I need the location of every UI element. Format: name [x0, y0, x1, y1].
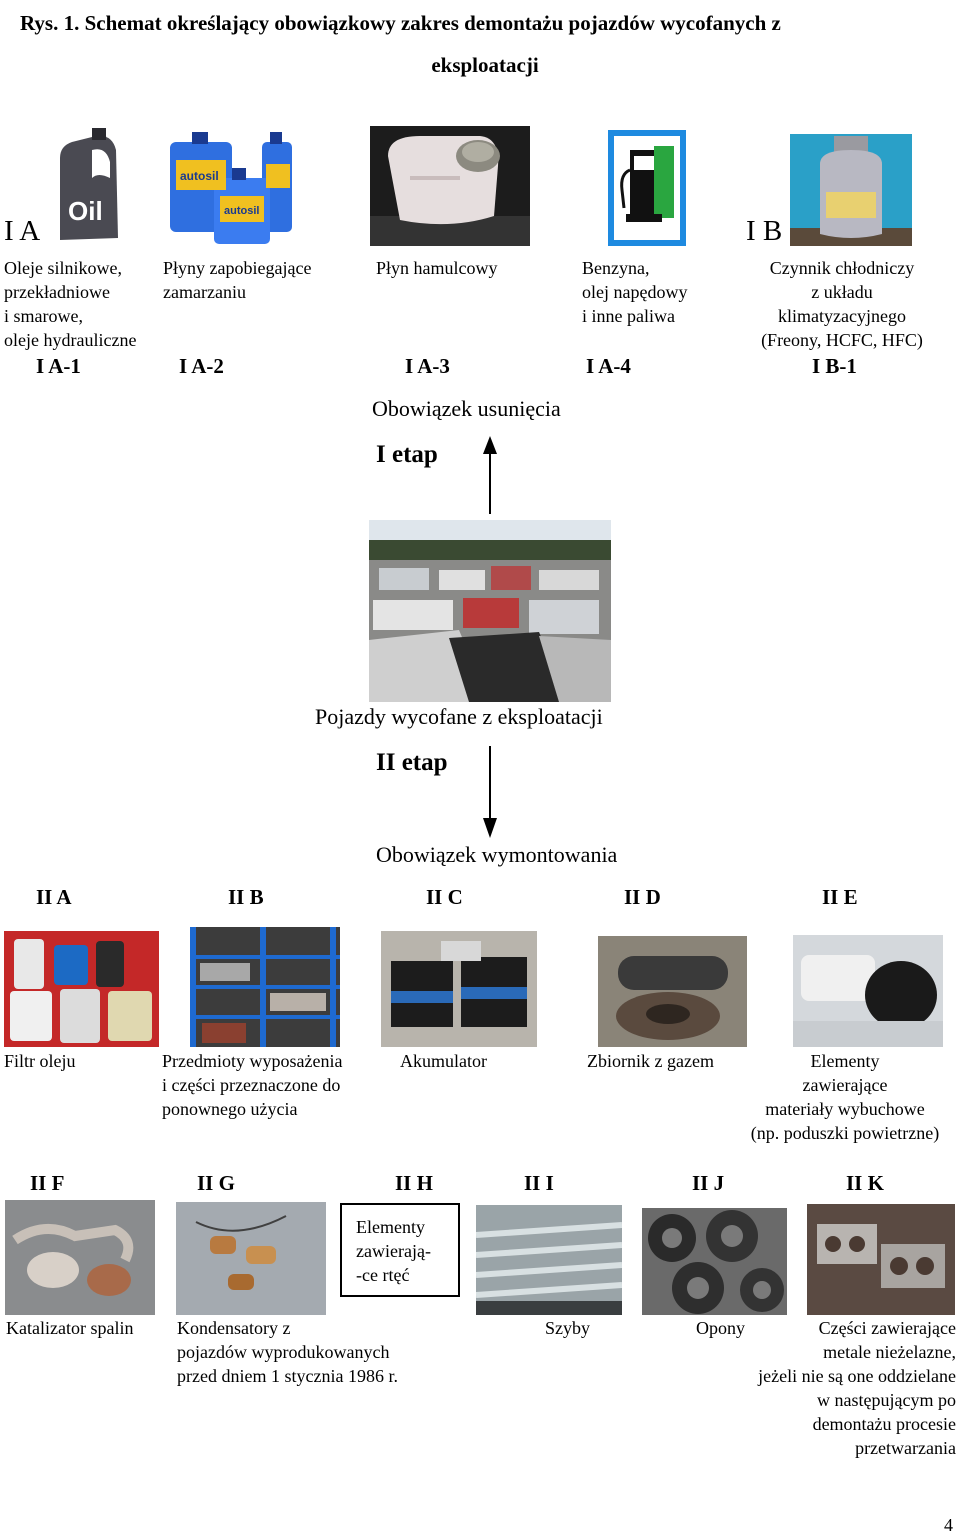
- stage-1-label: I etap: [376, 441, 438, 468]
- antifreeze-bottles-icon: autosil autosil: [168, 130, 294, 246]
- figure-title: Rys. 1. Schemat określający obowiązkowy …: [20, 2, 950, 86]
- stage-2-label: II etap: [376, 749, 448, 776]
- item-iib-label: Przedmioty wyposażenia i części przeznac…: [162, 1051, 343, 1119]
- capacitors-photo: [176, 1202, 326, 1315]
- code-iie: II E: [822, 885, 858, 909]
- title-line-1: Rys. 1. Schemat określający obowiązkowy …: [20, 11, 781, 35]
- code-iii: II I: [524, 1171, 554, 1195]
- item-iif-label: Katalizator spalin: [6, 1318, 134, 1338]
- code-iig: II G: [197, 1171, 235, 1195]
- item-ia4-label: Benzyna, olej napędowy i inne paliwa: [582, 258, 688, 326]
- catalytic-converter-photo: [5, 1200, 155, 1315]
- oil-canister-icon: Oil: [52, 128, 124, 246]
- scrapyard-cars-photo: [369, 520, 611, 702]
- item-iid-label: Zbiornik z gazem: [587, 1051, 714, 1071]
- gas-tank-photo: [598, 936, 747, 1047]
- item-iic-label: Akumulator: [400, 1051, 487, 1071]
- dismantling-duty-label: Obowiązek wymontowania: [376, 842, 618, 867]
- removal-duty-label: Obowiązek usunięcia: [372, 396, 561, 421]
- svg-text:autosil: autosil: [224, 205, 259, 217]
- group-ib-label: I B: [746, 215, 783, 247]
- fuel-pump-icon: [608, 130, 686, 246]
- svg-text:autosil: autosil: [180, 169, 219, 183]
- glass-panes-photo: [476, 1205, 622, 1315]
- refrigerant-cylinder-icon: [790, 134, 912, 246]
- page-number: 4: [944, 1515, 953, 1535]
- group-ia-label: I A: [4, 215, 41, 247]
- engine-blocks-photo: [807, 1204, 955, 1315]
- item-iig-label: Kondensatory z pojazdów wyprodukowanych …: [177, 1318, 398, 1386]
- item-ib1-label: Czynnik chłodniczy z układu klimatyzacyj…: [761, 258, 923, 350]
- item-iii-label: Szyby: [545, 1318, 590, 1338]
- item-iia-label: Filtr oleju: [4, 1051, 76, 1071]
- item-ia3-label: Płyn hamulcowy: [376, 258, 498, 278]
- arrow-down: [480, 746, 500, 838]
- oil-filters-photo: [4, 931, 159, 1047]
- brake-fluid-reservoir-icon: [370, 126, 530, 246]
- code-iij: II J: [692, 1171, 725, 1195]
- car-batteries-photo: [381, 931, 537, 1047]
- airbag-photo: [793, 935, 943, 1047]
- center-label: Pojazdy wycofane z eksploatacji: [315, 704, 603, 729]
- parts-shelves-photo: [190, 927, 340, 1047]
- title-line-2: eksploatacji: [431, 53, 539, 77]
- item-ia1-label: Oleje silnikowe, przekładniowe i smarowe…: [4, 258, 137, 350]
- code-iih: II H: [395, 1171, 433, 1195]
- svg-text:Oil: Oil: [68, 196, 103, 226]
- code-ia2: I A-2: [179, 354, 224, 378]
- code-ia4: I A-4: [586, 354, 631, 378]
- code-iia: II A: [36, 885, 72, 909]
- mercury-elements-box: Elementy zawierają- -ce rtęć: [340, 1203, 460, 1297]
- item-iih-label: Elementy zawierają- -ce rtęć: [356, 1217, 431, 1285]
- code-iik: II K: [846, 1171, 884, 1195]
- item-ia2-label: Płyny zapobiegające zamarzaniu: [163, 258, 312, 302]
- code-iic: II C: [426, 885, 463, 909]
- code-ia1: I A-1: [36, 354, 81, 378]
- item-iik-label: Części zawierające metale nieżelazne, je…: [758, 1318, 956, 1458]
- code-ia3: I A-3: [405, 354, 450, 378]
- code-ib1: I B-1: [812, 354, 857, 378]
- item-iie-label: Elementy zawierające materiały wybuchowe…: [750, 1051, 940, 1143]
- item-iij-label: Opony: [696, 1318, 745, 1338]
- tyres-photo: [642, 1208, 787, 1315]
- code-iib: II B: [228, 885, 264, 909]
- arrow-up: [480, 436, 500, 516]
- code-iid: II D: [624, 885, 661, 909]
- code-iif: II F: [30, 1171, 65, 1195]
